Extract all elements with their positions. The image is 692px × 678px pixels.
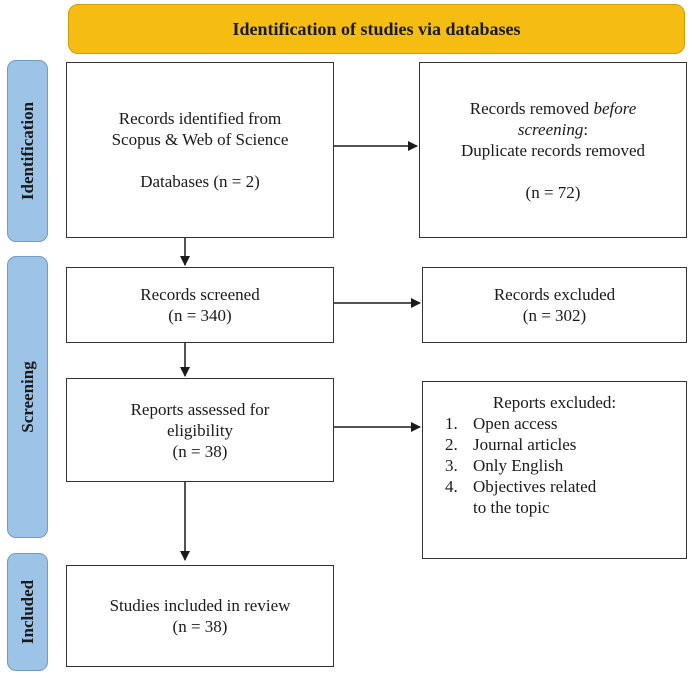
reports-excluded-item: 3. Only English	[445, 455, 596, 476]
studies-included-label: Studies included in review	[109, 596, 291, 615]
reports-excluded-continuation: to the topic	[473, 498, 550, 517]
reports-excluded-item-text: Objectives related	[473, 477, 597, 496]
records-excluded-box: Records excluded (n = 302)	[422, 267, 687, 343]
records-removed-box: Records removed before screening: Duplic…	[419, 62, 687, 238]
reports-excluded-item-number: 3.	[445, 456, 458, 475]
records-removed-line1: Records removed before	[470, 98, 637, 119]
records-excluded-label: Records excluded	[493, 285, 616, 304]
reports-assessed-count: (n = 38)	[172, 441, 228, 461]
records-screened-count: (n = 340)	[168, 306, 232, 325]
header-banner: Identification of studies via databases	[68, 4, 685, 54]
records-removed-text1: Records removed	[469, 98, 594, 118]
reports-excluded-title: Reports excluded:	[492, 393, 617, 412]
records-excluded-count: (n = 302)	[522, 306, 587, 325]
stage-included: Included	[7, 553, 48, 671]
records-removed-count: (n = 72)	[525, 182, 581, 202]
reports-excluded-item: 1. Open access	[445, 413, 596, 434]
reports-excluded-box: Reports excluded: 1. Open access 2. Jour…	[422, 381, 687, 559]
records-removed-em2: screening	[517, 119, 584, 139]
reports-excluded-item-text: Journal articles	[473, 435, 577, 454]
studies-included-box: Studies included in review (n = 38)	[66, 565, 334, 667]
records-identified-line1: Records identified from	[118, 109, 282, 128]
reports-excluded-list: 1. Open access 2. Journal articles 3. On…	[445, 413, 596, 518]
reports-excluded-item-text: Open access	[473, 414, 558, 433]
reports-assessed-box: Reports assessed for eligibility (n = 38…	[66, 378, 334, 482]
stage-screening: Screening	[7, 256, 48, 538]
reports-excluded-item-continuation: to the topic	[445, 497, 596, 518]
records-removed-text2: :	[583, 119, 589, 139]
reports-excluded-item-number: 1.	[445, 414, 458, 433]
header-title: Identification of studies via databases	[232, 18, 521, 39]
records-identified-line2: Scopus & Web of Science	[111, 130, 289, 149]
records-removed-line3: Duplicate records removed	[460, 140, 646, 160]
records-removed-em1: before	[593, 98, 637, 118]
stage-identification: Identification	[7, 60, 48, 242]
records-identified-line3: Databases (n = 2)	[140, 172, 260, 191]
records-removed-line2: screening:	[518, 119, 588, 140]
studies-included-count: (n = 38)	[172, 617, 228, 636]
reports-assessed-line2: eligibility	[166, 420, 234, 440]
reports-excluded-item-number: 4.	[445, 477, 458, 496]
records-screened-label: Records screened	[140, 285, 260, 304]
records-screened-box: Records screened (n = 340)	[66, 267, 334, 343]
reports-excluded-item: 2. Journal articles	[445, 434, 596, 455]
reports-assessed-line1: Reports assessed for	[130, 399, 270, 419]
reports-excluded-item: 4. Objectives related	[445, 476, 596, 497]
reports-excluded-item-number: 2.	[445, 435, 458, 454]
reports-excluded-item-text: Only English	[473, 456, 564, 475]
records-identified-box: Records identified from Scopus & Web of …	[66, 62, 334, 238]
